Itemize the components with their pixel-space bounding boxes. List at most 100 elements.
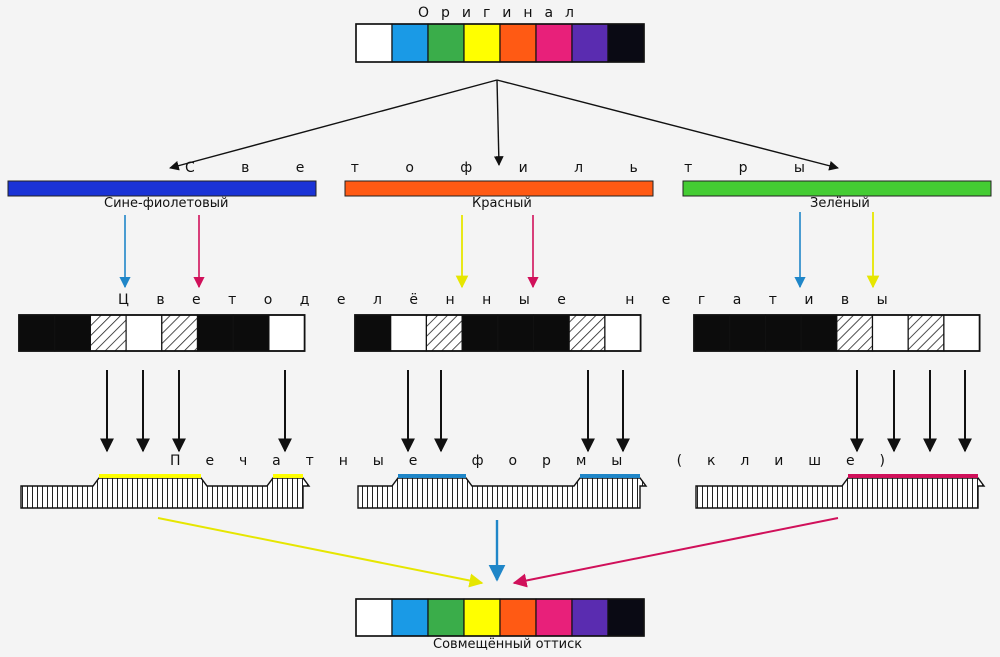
- heading-letter: е: [336, 292, 346, 308]
- original-swatch: [535, 23, 573, 63]
- heading-letter: д: [299, 292, 310, 308]
- arrow-magenta-final: [512, 517, 839, 588]
- heading-letter: т: [305, 453, 314, 469]
- negative-cell: [729, 314, 767, 352]
- heading-letter: а: [544, 5, 554, 21]
- result-swatch: [607, 598, 645, 637]
- heading-letter: е: [557, 292, 566, 308]
- heading-letter: т: [350, 160, 359, 176]
- heading-letter: н: [338, 453, 348, 469]
- result-swatch: [463, 598, 501, 637]
- heading-letter: т: [768, 292, 777, 308]
- plate-ink-layer: [580, 474, 640, 478]
- negative-cell: [89, 314, 127, 352]
- filter-label-green: Зелёный: [810, 196, 870, 211]
- heading-letter: л: [574, 160, 584, 176]
- heading-letter: а: [732, 292, 742, 308]
- heading-letter: е: [661, 292, 671, 308]
- negative-cell: [943, 314, 981, 352]
- heading-letter: С: [185, 160, 195, 176]
- original-swatch: [499, 23, 537, 63]
- heading-letter: о: [405, 160, 414, 176]
- filter-label-blue-violet: Сине-фиолетовый: [104, 196, 229, 211]
- heading-letter: м: [575, 453, 587, 469]
- heading-letter: ф: [460, 160, 473, 176]
- negative-cell: [871, 314, 909, 352]
- arrow-original-to-green-filter: [496, 79, 839, 171]
- negative-cell: [836, 314, 874, 352]
- heading-letter: н: [625, 292, 635, 308]
- filter-bar: [682, 180, 992, 197]
- heading-letter: в: [840, 292, 850, 308]
- result-swatch: [391, 598, 429, 637]
- heading-letter: л: [372, 292, 382, 308]
- negative-cell: [800, 314, 838, 352]
- negative-cell: [461, 314, 499, 352]
- heading-letter: т: [228, 292, 237, 308]
- heading-letter: л: [565, 5, 574, 21]
- heading-letter: и: [518, 160, 528, 176]
- original-swatch: [463, 23, 501, 63]
- arrow-original-to-red-filter: [493, 79, 504, 166]
- negative-cell: [425, 314, 463, 352]
- heading-letter: [593, 292, 597, 308]
- negative-cell: [568, 314, 606, 352]
- heading-letter: г: [482, 5, 491, 21]
- heading-letter: е: [408, 453, 418, 469]
- heading-letter: П: [170, 453, 181, 469]
- negative-strip-frame: [354, 314, 642, 352]
- heading-letter: о: [508, 453, 518, 469]
- heading-letter: е: [205, 453, 215, 469]
- heading-letter: ш: [808, 453, 822, 469]
- heading-letter: и: [804, 292, 814, 308]
- plate-ink-layer: [273, 474, 303, 478]
- heading-letter: о: [263, 292, 273, 308]
- negative-cell: [268, 314, 306, 352]
- negative-cell: [764, 314, 802, 352]
- heading-letter: Ц: [118, 292, 129, 308]
- original-strip-frame: [355, 23, 645, 63]
- heading-letter: г: [697, 292, 706, 308]
- heading-letter: к: [706, 453, 716, 469]
- result-swatch: [571, 598, 609, 637]
- arrow-yellow-final: [157, 517, 484, 588]
- original-swatch: [607, 23, 645, 63]
- negative-cell: [161, 314, 199, 352]
- heading-letter: е: [845, 453, 855, 469]
- negative-strip-frame: [18, 314, 306, 352]
- plate-ink-layer: [99, 474, 201, 478]
- negative-cell: [497, 314, 535, 352]
- heading-letter: [442, 453, 446, 469]
- arrow-original-to-blue-filter: [169, 79, 498, 171]
- heading-letter: в: [156, 292, 165, 308]
- negative-cell: [232, 314, 270, 352]
- heading-letter: (: [676, 453, 683, 469]
- plate-ink-layer: [398, 474, 466, 478]
- heading-letter: р: [441, 5, 450, 21]
- heading-letter: а: [272, 453, 281, 469]
- heading-letter: ы: [793, 160, 805, 176]
- heading-letter: О: [418, 5, 430, 21]
- heading-letter: [647, 453, 651, 469]
- negative-cell: [532, 314, 570, 352]
- original-swatch: [391, 23, 429, 63]
- heading-letter: ч: [238, 453, 248, 469]
- heading-letter: р: [738, 160, 748, 176]
- heading-letter: и: [461, 5, 471, 21]
- result-swatch: [499, 598, 537, 637]
- result-label: Совмещённый оттиск: [433, 637, 583, 652]
- negative-cell: [125, 314, 163, 352]
- heading-letter: л: [740, 453, 750, 469]
- heading-letter: в: [241, 160, 250, 176]
- original-swatch: [571, 23, 609, 63]
- negative-cell: [390, 314, 428, 352]
- heading-letter: ы: [518, 292, 530, 308]
- heading-letter: н: [523, 5, 533, 21]
- heading-letter: е: [295, 160, 305, 176]
- heading-letter: т: [684, 160, 693, 176]
- result-swatch: [427, 598, 465, 637]
